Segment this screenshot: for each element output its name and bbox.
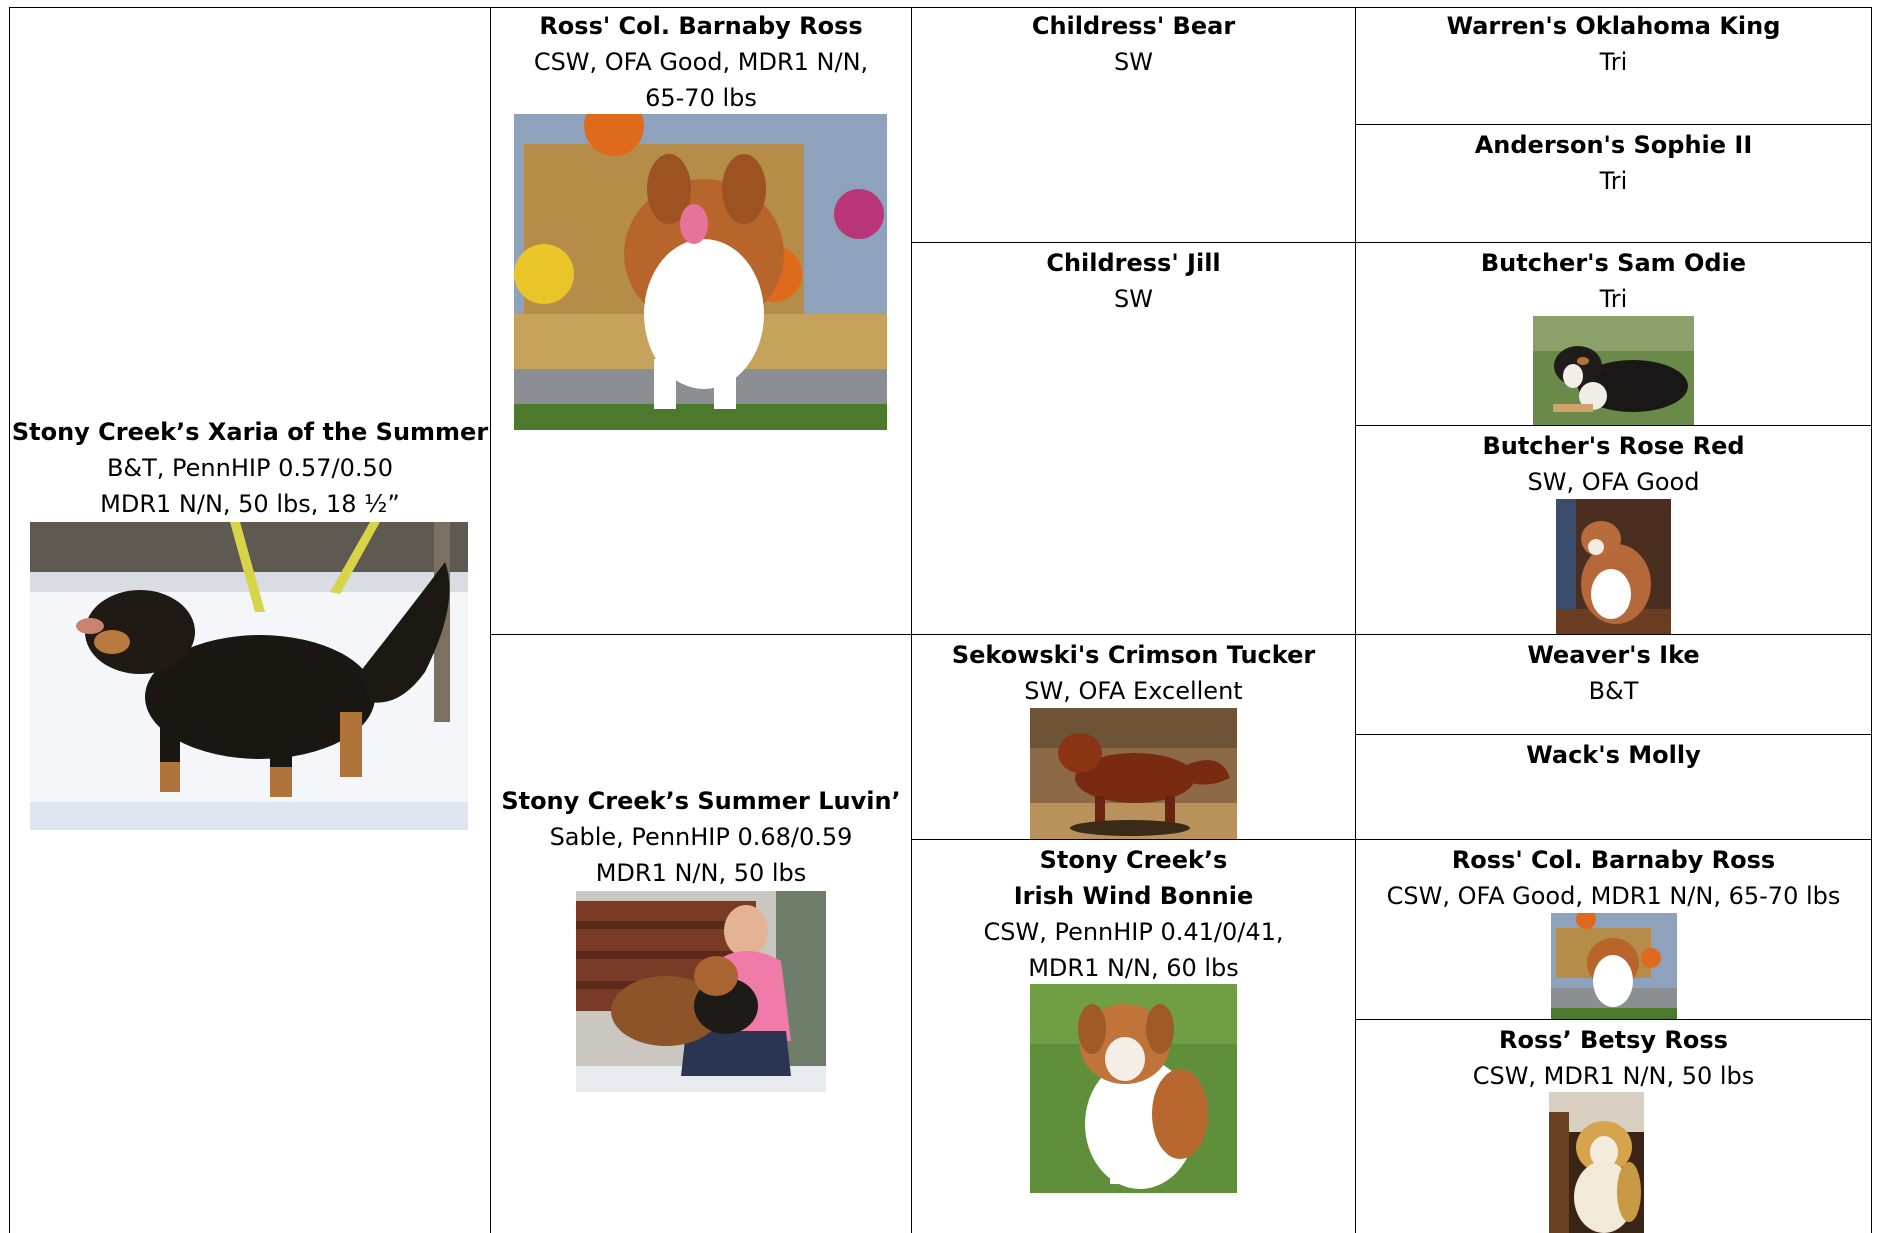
dam-dam-name-line-1: Stony Creek’s [1039,846,1228,874]
row-divider-ggp-5 [1355,734,1872,735]
ggp-7-info: CSW, OFA Good, MDR1 N/N, 65-70 lbs [1386,882,1841,910]
row-divider-gp-1 [911,242,1872,243]
ggp-8-photo [1549,1092,1644,1233]
sire-sire-cell: Childress' Bear SW [912,8,1355,80]
ggp-8-name: Ross’ Betsy Ross [1499,1026,1728,1054]
table-border-left [9,7,10,1233]
sire-sire-info: SW [1114,48,1153,76]
subject-info-line-2: MDR1 N/N, 50 lbs, 18 ½” [100,490,400,518]
sire-dam-name: Childress' Jill [1046,249,1221,277]
dam-name: Stony Creek’s Summer Luvin’ [501,787,901,815]
sire-dam-info: SW [1114,285,1153,313]
subject-info-line-1: B&T, PennHIP 0.57/0.50 [106,454,394,482]
ggp-5-info: B&T [1588,677,1639,705]
ggp-3-cell: Butcher's Sam Odie Tri [1356,245,1871,317]
sire-cell: Ross' Col. Barnaby Ross CSW, OFA Good, M… [491,8,911,116]
ggp-5-name: Weaver's Ike [1527,641,1700,669]
ggp-1-name: Warren's Oklahoma King [1446,12,1781,40]
ggp-4-photo [1556,499,1671,634]
column-divider-1 [490,7,491,1233]
dam-info-line-1: Sable, PennHIP 0.68/0.59 [549,823,853,851]
dam-sire-info: SW, OFA Excellent [1024,677,1243,705]
ggp-3-photo [1533,316,1694,425]
ggp-8-info: CSW, MDR1 N/N, 50 lbs [1472,1062,1755,1090]
ggp-4-info: SW, OFA Good [1527,468,1700,496]
row-divider-gp-3 [911,839,1872,840]
sire-dam-cell: Childress' Jill SW [912,245,1355,317]
dam-dam-info-line-1: CSW, PennHIP 0.41/0/41, [983,918,1284,946]
subject-photo [30,522,468,830]
dam-sire-photo [1030,708,1237,839]
subject-cell: Stony Creek’s Xaria of the Summer B&T, P… [10,414,490,522]
sire-name: Ross' Col. Barnaby Ross [539,12,863,40]
ggp-4-name: Butcher's Rose Red [1482,432,1745,460]
dam-dam-photo [1030,984,1237,1193]
dam-sire-cell: Sekowski's Crimson Tucker SW, OFA Excell… [912,637,1355,709]
dam-dam-info-line-2: MDR1 N/N, 60 lbs [1028,954,1239,982]
row-divider-ggp-1 [1355,124,1872,125]
ggp-2-name: Anderson's Sophie II [1474,131,1753,159]
ggp-4-cell: Butcher's Rose Red SW, OFA Good [1356,428,1871,500]
dam-dam-name-line-2: Irish Wind Bonnie [1013,882,1254,910]
ggp-7-photo [1551,913,1677,1019]
dam-photo [576,891,826,1092]
dam-cell: Stony Creek’s Summer Luvin’ Sable, PennH… [491,783,911,891]
dam-sire-name: Sekowski's Crimson Tucker [951,641,1316,669]
column-divider-2 [911,7,912,1233]
table-border-right [1871,7,1872,1233]
sire-photo [514,114,887,430]
subject-name: Stony Creek’s Xaria of the Summer [11,418,489,446]
ggp-3-info: Tri [1599,285,1628,313]
row-divider-ggp-7 [1355,1019,1872,1020]
table-border-top [9,7,1872,8]
ggp-7-cell: Ross' Col. Barnaby Ross CSW, OFA Good, M… [1356,842,1871,914]
row-divider-ggp-3 [1355,425,1872,426]
dam-info-line-2: MDR1 N/N, 50 lbs [595,859,807,887]
ggp-2-info: Tri [1599,167,1628,195]
column-divider-3 [1355,7,1356,1233]
ggp-8-cell: Ross’ Betsy Ross CSW, MDR1 N/N, 50 lbs [1356,1022,1871,1094]
ggp-6-cell: Wack's Molly [1356,737,1871,773]
sire-sire-name: Childress' Bear [1031,12,1236,40]
ggp-1-info: Tri [1599,48,1628,76]
ggp-1-cell: Warren's Oklahoma King Tri [1356,8,1871,80]
ggp-6-name: Wack's Molly [1526,741,1701,769]
ggp-3-name: Butcher's Sam Odie [1480,249,1747,277]
sire-info-line-1: CSW, OFA Good, MDR1 N/N, [533,48,869,76]
ggp-7-name: Ross' Col. Barnaby Ross [1451,846,1776,874]
dam-dam-cell: Stony Creek’s Irish Wind Bonnie CSW, Pen… [912,842,1355,986]
row-divider-parents [490,634,1872,635]
sire-info-line-2: 65-70 lbs [645,84,757,112]
ggp-5-cell: Weaver's Ike B&T [1356,637,1871,709]
ggp-2-cell: Anderson's Sophie II Tri [1356,127,1871,199]
